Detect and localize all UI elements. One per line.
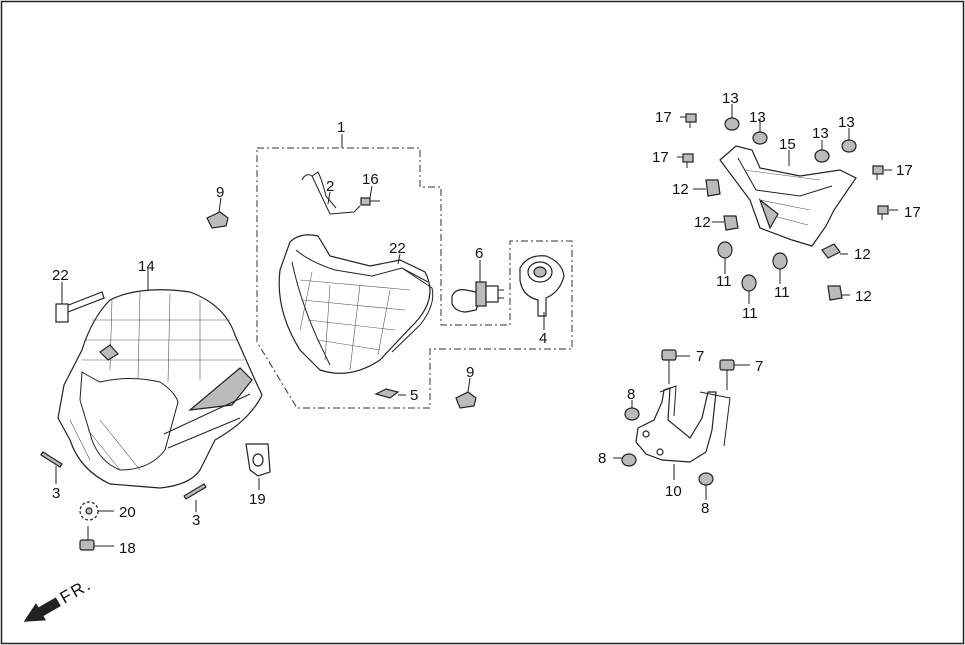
callout-12: 12	[694, 214, 711, 231]
strip-3-right	[183, 483, 207, 500]
callout-4: 4	[539, 330, 547, 347]
nut-8-a	[624, 407, 640, 421]
bolt-7-b	[719, 359, 735, 390]
callout-16: 16	[362, 171, 379, 188]
callout-17: 17	[904, 204, 921, 221]
callout-13: 13	[749, 109, 766, 126]
callout-8: 8	[627, 386, 635, 403]
callout-2: 2	[326, 178, 334, 195]
callout-labels: 1 2 3 3 4 5 6 7 7 8 8 8 9 9 10 11 11 11 …	[52, 90, 921, 557]
bulb	[451, 281, 504, 313]
callout-18: 18	[119, 540, 136, 557]
screw-17-c	[872, 165, 884, 180]
callout-11: 11	[716, 273, 732, 290]
callout-8: 8	[701, 500, 709, 517]
callout-13: 13	[722, 90, 739, 107]
callout-20: 20	[119, 504, 136, 521]
callout-1: 1	[337, 119, 345, 136]
grommet-11-c	[772, 252, 788, 270]
tape-strip	[65, 291, 105, 313]
callout-14: 14	[138, 258, 155, 275]
nut-8-b	[621, 453, 637, 467]
callout-13: 13	[812, 125, 829, 142]
clip-12-b	[723, 215, 739, 231]
callout-17: 17	[655, 109, 672, 126]
callout-7: 7	[696, 348, 704, 365]
fr-label: FR.	[57, 574, 95, 607]
screw-16	[360, 197, 380, 206]
callout-12: 12	[672, 181, 689, 198]
clip-12-c	[821, 243, 841, 259]
callout-3: 3	[192, 512, 200, 529]
callout-10: 10	[665, 483, 682, 500]
grommet-11-b	[741, 274, 757, 292]
clip-12-d	[827, 285, 843, 301]
callout-12: 12	[854, 246, 871, 263]
callout-15: 15	[779, 136, 796, 153]
callout-22: 22	[389, 240, 406, 257]
grommet-13-d	[841, 139, 857, 153]
headlight-unit	[278, 234, 434, 374]
callout-19: 19	[249, 491, 266, 508]
bracket-22	[55, 303, 69, 323]
grommet-13-b	[752, 131, 768, 145]
grommet-13-a	[724, 117, 740, 131]
callout-11: 11	[742, 305, 758, 322]
clip-nut-5	[374, 388, 400, 399]
plate-19-hole	[252, 453, 264, 467]
headlight-bracket	[719, 145, 857, 247]
bolt-18	[79, 526, 95, 551]
front-cowl	[57, 289, 263, 489]
nut-8-c	[698, 472, 714, 486]
clip-12-a	[705, 179, 721, 197]
callout-22: 22	[52, 267, 69, 284]
wire-clip	[301, 171, 361, 215]
grommet-13-c	[814, 149, 830, 163]
callout-9: 9	[466, 364, 474, 381]
callout-12: 12	[855, 288, 872, 305]
front-direction-arrow: FR.	[23, 574, 95, 622]
callout-5: 5	[410, 387, 418, 404]
strip-3-left	[40, 451, 63, 468]
headlight-assembly-outline	[256, 147, 573, 409]
callout-3: 3	[52, 485, 60, 502]
screw-17-a	[685, 113, 697, 128]
bolt-7-a	[661, 349, 677, 384]
screw-17-d	[877, 205, 889, 220]
bulb-socket	[519, 255, 565, 317]
lower-bracket	[635, 385, 731, 463]
screw-17-b	[682, 153, 694, 168]
callout-8: 8	[598, 450, 606, 467]
callout-13: 13	[838, 114, 855, 131]
grommet-11-a	[717, 241, 733, 259]
leader-lines	[55, 104, 898, 547]
speed-nut-9-left	[206, 211, 229, 229]
speed-nut-9-right	[455, 391, 477, 409]
callout-6: 6	[475, 245, 483, 262]
callout-17: 17	[896, 162, 913, 179]
callout-7: 7	[755, 358, 763, 375]
callout-9: 9	[216, 184, 224, 201]
callout-17: 17	[652, 149, 669, 166]
callout-11: 11	[774, 284, 790, 301]
